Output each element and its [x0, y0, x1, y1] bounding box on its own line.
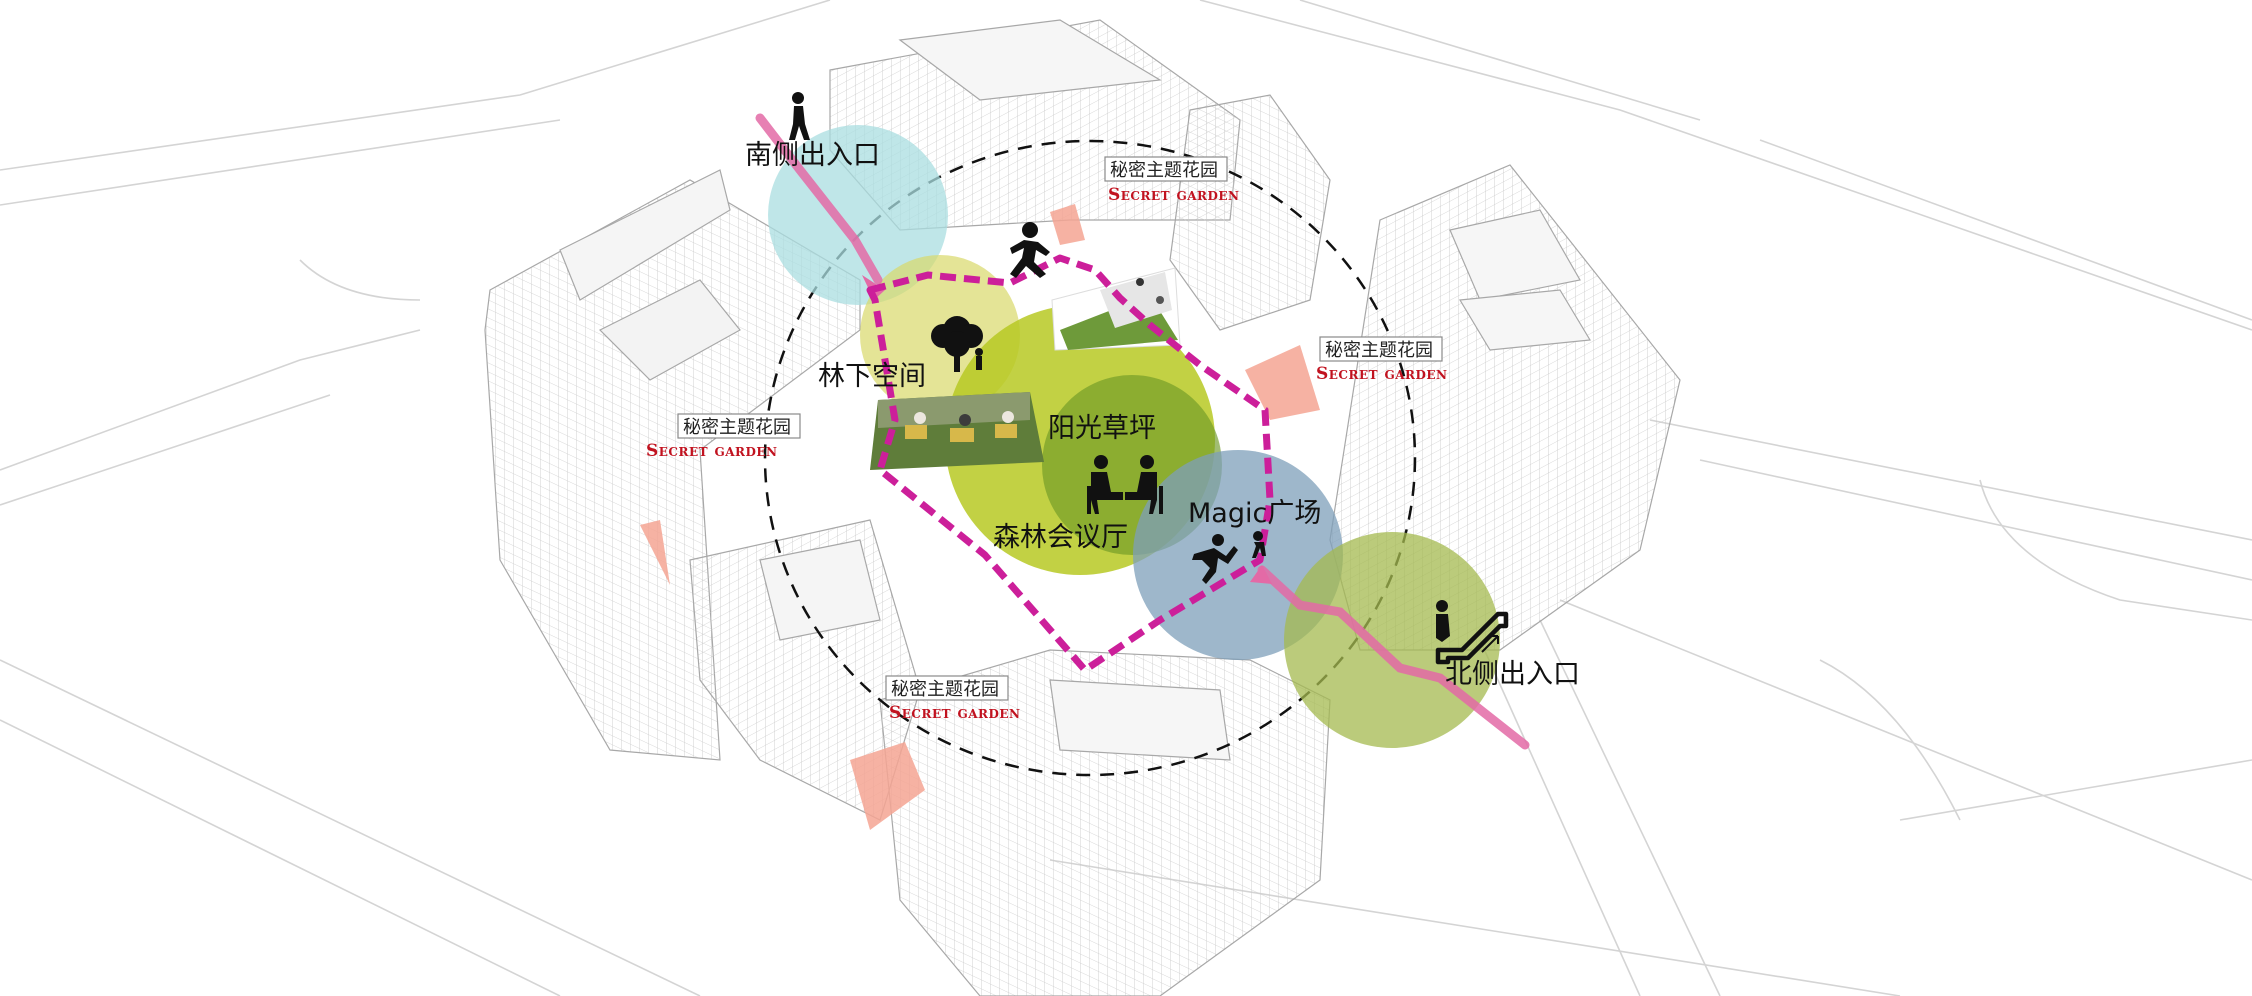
lawn-photo [1051, 267, 1181, 351]
svg-text:Secret garden: Secret garden [646, 441, 778, 461]
svg-text:Secret garden: Secret garden [1108, 185, 1240, 205]
skate-person-icon [1252, 531, 1266, 558]
walking-person-icon [789, 92, 810, 140]
seated-meeting-icon [1087, 455, 1163, 514]
svg-text:Secret garden: Secret garden [889, 703, 1021, 723]
magenta-loop-path [866, 254, 1274, 674]
buildings [484, 19, 1681, 996]
secret-garden-tag-west: 秘密主题花园 Secret garden [646, 413, 801, 461]
svg-text:秘密主题花园: 秘密主题花园 [1110, 160, 1218, 181]
tree-icon [931, 316, 983, 372]
south-entrance-route [755, 113, 883, 285]
north-entrance-route [1257, 565, 1530, 750]
svg-text:秘密主题花园: 秘密主题花园 [1325, 340, 1433, 361]
svg-text:秘密主题花园: 秘密主题花园 [683, 417, 791, 438]
secret-garden-zones [640, 204, 1320, 830]
secret-garden-tag-east: 秘密主题花园 Secret garden [1316, 336, 1448, 384]
forest-hall-label: 森林会议厅 [993, 522, 1128, 553]
sunny-lawn-label: 阳光草坪 [1048, 413, 1156, 444]
dashed-boundary-ring [763, 139, 1417, 777]
cafe-photo [870, 392, 1044, 470]
olive-zone [1284, 532, 1500, 748]
cyan-zone [768, 125, 948, 305]
escalator-icon [1435, 600, 1509, 665]
north-arrow [1250, 565, 1272, 584]
south-entrance-label: 南侧出入口 [745, 140, 880, 171]
svg-text:Secret garden: Secret garden [1316, 364, 1448, 384]
northeast-building [1169, 94, 1331, 331]
svg-text:秘密主题花园: 秘密主题花园 [891, 679, 999, 700]
north-entrance-label: 北侧出入口 [1445, 659, 1580, 690]
under-trees-label: 林下空间 [818, 361, 926, 392]
secret-garden-tag-south: 秘密主题花园 Secret garden [885, 675, 1021, 723]
skateboarder-icon [1192, 534, 1238, 584]
running-person-icon [1010, 222, 1050, 278]
magic-square-label: Magic广场 [1188, 498, 1321, 529]
secret-garden-tag-north: 秘密主题花园 Secret garden [1104, 156, 1240, 205]
